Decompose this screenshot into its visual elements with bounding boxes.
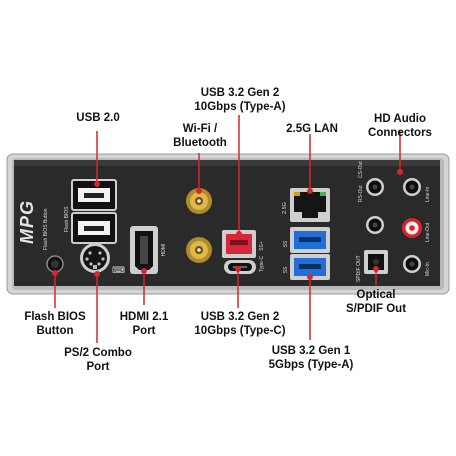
svg-text:⌨: ⌨ (112, 266, 125, 276)
callout-usb32g2a-line1: USB 3.2 Gen 2 (192, 86, 288, 100)
flash-bios-usb-marking: Flash BIOS (64, 206, 70, 232)
svg-text:SS+: SS+ (259, 241, 265, 251)
callout-usb32-gen1: USB 3.2 Gen 1 5Gbps (Type-A) (266, 344, 356, 372)
callout-usb20-line1: USB 2.0 (75, 111, 121, 125)
callout-ps2-line2: Port (60, 360, 136, 374)
callout-hdmi-line1: HDMI 2.1 (116, 310, 172, 324)
svg-text:HDMI: HDMI (161, 244, 167, 257)
callout-usb32g1-line2: 5Gbps (Type-A) (266, 358, 356, 372)
callout-wifi-line1: Wi-Fi / (168, 122, 232, 136)
flash-bios-marking: Flash BIOS Button (43, 208, 49, 250)
callout-usb32-gen2-c: USB 3.2 Gen 2 10Gbps (Type-C) (192, 310, 288, 338)
callout-usb32g2c-line2: 10Gbps (Type-C) (192, 324, 288, 338)
callout-usb20: USB 2.0 (75, 111, 121, 125)
callout-lan-line1: 2.5G LAN (280, 122, 344, 136)
callout-optical-line1: Optical (340, 288, 412, 302)
callout-flashbios-line1: Flash BIOS (22, 310, 88, 324)
callout-wifi: Wi-Fi / Bluetooth (168, 122, 232, 150)
callout-hdaudio-line2: Connectors (364, 126, 436, 140)
svg-text:SS: SS (283, 266, 289, 273)
brand-logo: MPG (17, 200, 37, 244)
svg-text:SS: SS (283, 240, 289, 247)
lan-marking: 2.5G (282, 202, 288, 214)
spdif-marking: SPDIF OUT (356, 255, 362, 282)
callout-hdmi-line2: Port (116, 324, 172, 338)
callout-usb32g1-line1: USB 3.2 Gen 1 (266, 344, 356, 358)
callout-optical-line2: S/PDIF Out (340, 302, 412, 316)
line-in-marking: Line-In (425, 186, 431, 202)
callout-usb32-gen2-a: USB 3.2 Gen 2 10Gbps (Type-A) (192, 86, 288, 114)
callout-flashbios-line2: Button (22, 324, 88, 338)
callout-flashbios: Flash BIOS Button (22, 310, 88, 338)
type-c-marking: Type-C (259, 255, 265, 272)
callout-ps2-line1: PS/2 Combo (60, 346, 136, 360)
callout-hdaudio: HD Audio Connectors (364, 112, 436, 140)
callout-hdmi: HDMI 2.1 Port (116, 310, 172, 338)
cs-out-marking: CS-Out (358, 161, 364, 178)
callout-optical: Optical S/PDIF Out (340, 288, 412, 316)
rs-out-marking: RS-Out (358, 185, 364, 202)
callout-wifi-line2: Bluetooth (168, 136, 232, 150)
line-out-marking: Line-Out (425, 222, 431, 242)
callout-ps2: PS/2 Combo Port (60, 346, 136, 374)
brand-logo-text: MPG (17, 200, 37, 244)
mic-in-marking: Mic-In (425, 262, 431, 276)
callout-hdaudio-line1: HD Audio (364, 112, 436, 126)
callout-usb32g2a-line2: 10Gbps (Type-A) (192, 100, 288, 114)
callout-lan: 2.5G LAN (280, 122, 344, 136)
callout-usb32g2c-line1: USB 3.2 Gen 2 (192, 310, 288, 324)
